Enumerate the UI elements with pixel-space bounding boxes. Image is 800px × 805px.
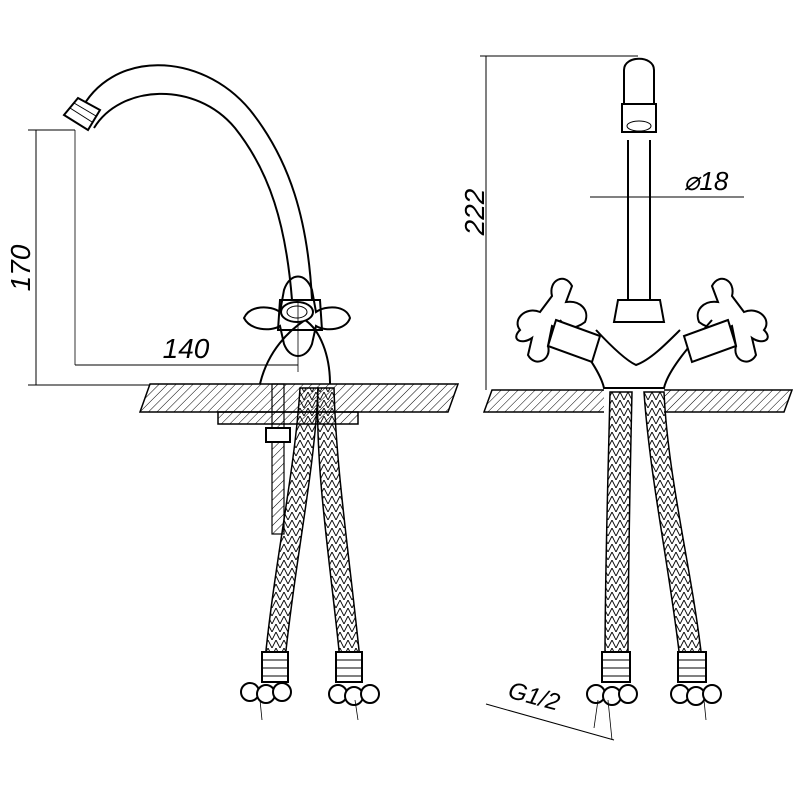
hoses-front [586, 391, 722, 741]
spout-front [612, 57, 666, 323]
dimension-140: 140 [75, 300, 299, 372]
dimension-diameter: ⌀18 [590, 166, 744, 198]
body-side [242, 275, 352, 385]
hoses-side [240, 387, 380, 721]
countertop-right [482, 388, 794, 414]
mounting-stud [265, 383, 291, 535]
side-view: 170 140 [5, 64, 460, 721]
label-total-height: 222 [459, 188, 490, 236]
label-body-diameter: ⌀18 [684, 166, 729, 196]
body-front [515, 277, 769, 389]
dimension-222: 222 [459, 55, 638, 390]
dimension-170: 170 [5, 129, 150, 386]
label-spout-height: 170 [5, 244, 36, 291]
front-view: 222 ⌀18 G1/2 [459, 55, 794, 741]
label-spout-reach: 140 [163, 333, 210, 364]
label-connection-thread: G1/2 [505, 677, 562, 717]
spout-side [62, 64, 313, 301]
